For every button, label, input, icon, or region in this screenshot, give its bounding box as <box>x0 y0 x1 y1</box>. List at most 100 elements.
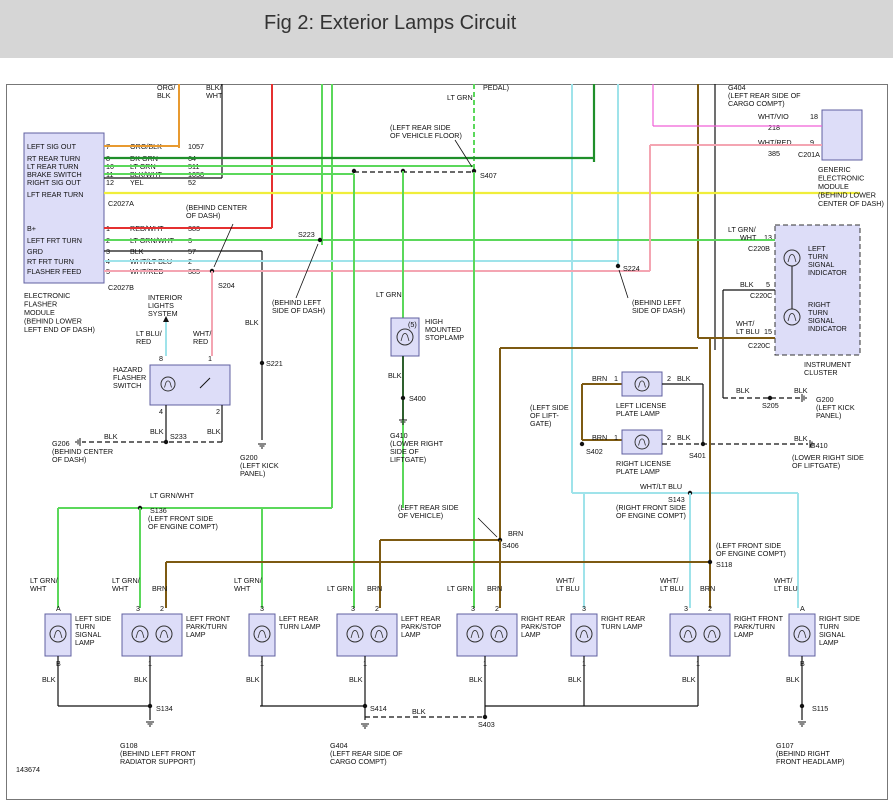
lamp-bulb-icon <box>707 630 717 639</box>
connector-label: C220C <box>750 291 772 300</box>
ground-label-g200: G200 <box>240 453 258 462</box>
lamp-label: LEFT FRONT <box>186 614 231 623</box>
splice-location: OF ENGINE COMPT) <box>716 549 786 558</box>
lamp-bulb-icon <box>131 625 149 643</box>
wire-label: BRN <box>487 584 502 593</box>
wire-label: BLK <box>677 374 691 383</box>
stoplamp-box <box>390 317 420 357</box>
gem-label: MODULE <box>818 182 849 191</box>
wire-label: WHT/LT BLU <box>640 482 682 491</box>
title-bar: Fig 2: Exterior Lamps Circuit <box>0 0 893 58</box>
wire-label: LT BLU/ <box>136 329 162 338</box>
splice-location: (LEFT FRONT SIDE <box>148 514 213 523</box>
lamp-bulb-icon <box>350 630 360 639</box>
ground-label-g410: (LOWER RIGHT <box>390 439 444 448</box>
lamp-label: TURN LAMP <box>601 622 643 631</box>
wire-label: BRN <box>592 433 607 442</box>
splice-label: S401 <box>689 451 706 460</box>
flasher-pin-name: RT FRT TURN <box>27 257 74 266</box>
wire-label: BLK <box>134 675 148 684</box>
lamp-box <box>44 613 72 657</box>
lamp-bulb-icon <box>494 630 504 639</box>
ground-label-g108: RADIATOR SUPPORT) <box>120 757 195 766</box>
lamp-label: LAMP <box>186 630 206 639</box>
wire-label: LT GRN/ <box>112 576 140 585</box>
page-title: Fig 2: Exterior Lamps Circuit <box>264 12 517 34</box>
wire-label: WHT <box>206 91 223 100</box>
hazard-switch-label: SWITCH <box>113 381 141 390</box>
lamp-bulb-icon <box>466 625 484 643</box>
ground-label-g404: (LEFT REAR SIDE OF <box>330 749 403 758</box>
gem-ground-label: G404 <box>728 83 746 92</box>
wire-label: LT BLU <box>660 584 684 593</box>
connector-label: C220B <box>748 244 770 253</box>
lamp-label: LEFT SIDE <box>75 614 111 623</box>
stoplamp-label: HIGH <box>425 317 443 326</box>
lamp-box <box>248 613 276 657</box>
splice-dot <box>482 714 488 720</box>
gem-label: ELECTRONIC <box>818 174 864 183</box>
wire-label: BLK <box>412 707 426 716</box>
pin-number: A <box>800 604 805 613</box>
pin-number: 12 <box>106 178 114 187</box>
flasher-pin-name: LEFT FRT TURN <box>27 236 82 245</box>
splice-location: OF ENGINE COMPT) <box>148 522 218 531</box>
circuit-number: 218 <box>768 123 780 132</box>
hazard-bulb-icon <box>164 380 172 388</box>
left-indicator-bulb-icon <box>787 254 797 263</box>
flasher-pin-name: GRD <box>27 247 43 256</box>
lamp-box <box>570 613 598 657</box>
leader-line <box>454 139 473 168</box>
left-license-lamp-box <box>621 371 663 397</box>
license-bulb-icon <box>634 376 650 392</box>
pin-number: 2 <box>216 407 220 416</box>
splice-location: (RIGHT FRONT SIDE <box>616 503 686 512</box>
hazard-bulb-icon <box>160 376 176 392</box>
pin-number: 3 <box>260 604 264 613</box>
pin-number: 2 <box>495 604 499 613</box>
splice-dot <box>700 441 706 447</box>
splice-dot <box>259 360 265 366</box>
splice-label: S221 <box>266 359 283 368</box>
stoplamp-bulb-icon <box>400 333 410 342</box>
lamp-bulb-icon <box>49 625 67 643</box>
splice-dot <box>351 168 357 174</box>
lamp-box <box>336 613 398 657</box>
right-license-label: PLATE LAMP <box>616 467 660 476</box>
splice-label: S115 <box>812 704 828 713</box>
connector-label: C201A <box>798 150 820 159</box>
splice-label: S205 <box>762 401 779 410</box>
lamp-bulb-icon <box>703 625 721 643</box>
splice-location: GATE) <box>530 419 551 428</box>
pin-number: 1 <box>614 433 618 442</box>
wire-label: BLK <box>349 675 363 684</box>
splice-label: S224 <box>623 264 640 273</box>
wire-label: WHT <box>30 584 47 593</box>
lamp-box <box>121 613 183 657</box>
pin-number: 2 <box>667 433 671 442</box>
lamp-bulb-icon <box>679 625 697 643</box>
interior-lights-label: SYSTEM <box>148 309 178 318</box>
hazard-switch-label: HAZARD <box>113 365 143 374</box>
wire-label: BLK <box>568 675 582 684</box>
wire-label: LT GRN <box>376 290 402 299</box>
ground-label-g410: G410 <box>810 441 828 450</box>
wire-label: ORG/ <box>157 83 175 92</box>
lamp-bulb-icon <box>470 630 480 639</box>
wire-label: BLK <box>207 427 221 436</box>
pin-number: 2 <box>708 604 712 613</box>
ground-label-g107: FRONT HEADLAMP) <box>776 757 845 766</box>
wire-label: BLK <box>157 91 171 100</box>
lamp-bulb-icon <box>257 630 267 639</box>
pin-number: 8 <box>159 354 163 363</box>
stoplamp-label: MOUNTED <box>425 325 461 334</box>
wire-label: BLK/ <box>206 83 222 92</box>
splice-dot <box>799 703 805 709</box>
figure-number: 143674 <box>16 765 40 774</box>
flasher-module-label: ELECTRONIC <box>24 291 70 300</box>
splice-location: (BEHIND CENTER <box>186 203 247 212</box>
wire-color-label: LT GRN/ <box>728 225 756 234</box>
ground-label-g200: G200 <box>816 395 834 404</box>
leader-line <box>618 269 629 299</box>
wire-label: BLK <box>245 318 259 327</box>
